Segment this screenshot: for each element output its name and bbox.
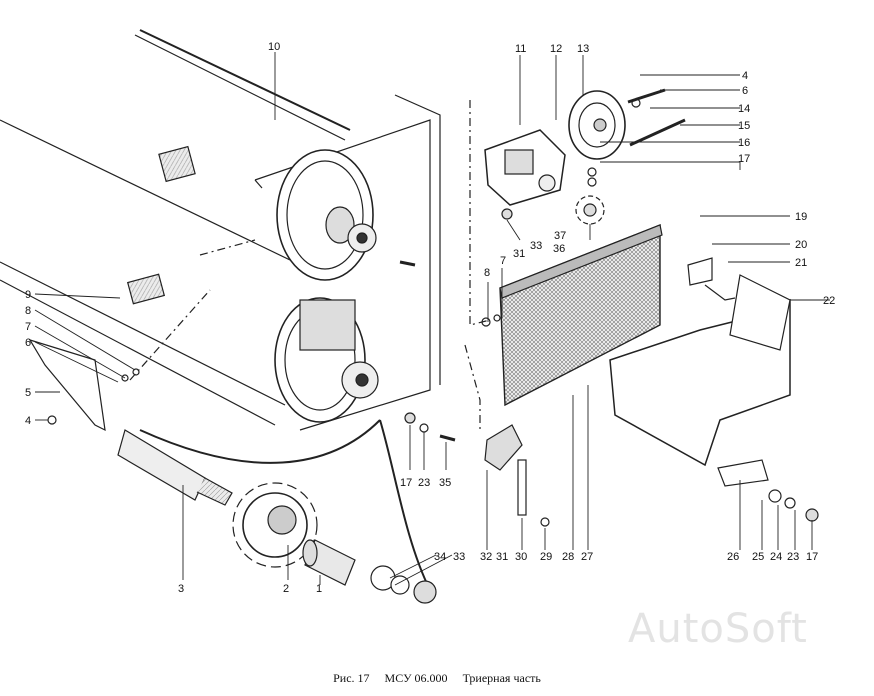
figure-caption: Рис. 17 МСУ 06.000 Триерная часть bbox=[0, 671, 874, 686]
caption-code: МСУ 06.000 bbox=[384, 671, 448, 685]
callout-35: 35 bbox=[439, 477, 451, 489]
callout-19: 19 bbox=[795, 211, 807, 223]
axis-lines bbox=[129, 100, 491, 430]
guard-cover bbox=[609, 274, 791, 467]
callout-25: 25 bbox=[752, 551, 764, 563]
gearbox bbox=[484, 129, 566, 206]
upper-pulley bbox=[276, 149, 377, 281]
callout-9: 9 bbox=[25, 289, 31, 301]
callout-1: 1 bbox=[316, 583, 322, 595]
tension-arm bbox=[484, 424, 550, 527]
mesh-sieve bbox=[499, 223, 663, 407]
callout-17: 17 bbox=[738, 153, 750, 165]
callout-28: 28 bbox=[562, 551, 574, 563]
callout-16: 16 bbox=[738, 137, 750, 149]
tensioner-sprocket bbox=[575, 195, 605, 225]
callout-31-bottom: 31 bbox=[496, 551, 508, 563]
frame-sidewall bbox=[254, 94, 441, 431]
callout-labels: 10 11 12 13 4 6 14 15 16 17 19 20 21 22 … bbox=[25, 41, 835, 595]
callout-26: 26 bbox=[727, 551, 739, 563]
caption-figure: Рис. 17 bbox=[333, 671, 370, 685]
callout-32: 32 bbox=[480, 551, 492, 563]
callout-12: 12 bbox=[550, 43, 562, 55]
callout-15: 15 bbox=[738, 120, 750, 132]
callout-27: 27 bbox=[581, 551, 593, 563]
callout-34: 34 bbox=[434, 551, 446, 563]
callout-6: 6 bbox=[742, 85, 748, 97]
callout-33-top: 33 bbox=[530, 240, 542, 252]
callout-11: 11 bbox=[515, 43, 526, 55]
callout-33-bottom: 33 bbox=[453, 551, 465, 563]
callout-24: 24 bbox=[770, 551, 782, 563]
shaft bbox=[117, 429, 233, 506]
callout-6-left: 6 bbox=[25, 337, 31, 349]
callout-22: 22 bbox=[823, 295, 835, 307]
trier-drum bbox=[0, 29, 351, 426]
small-fasteners bbox=[47, 208, 513, 442]
callout-29: 29 bbox=[540, 551, 552, 563]
watermark: AutoSoft bbox=[628, 606, 808, 652]
callout-8-mid: 8 bbox=[484, 267, 490, 279]
callout-17-mid: 17 bbox=[400, 477, 412, 489]
callout-30: 30 bbox=[515, 551, 527, 563]
callout-14: 14 bbox=[738, 103, 750, 115]
callout-36: 36 bbox=[553, 243, 565, 255]
lower-pulley bbox=[274, 297, 379, 423]
callout-2: 2 bbox=[283, 583, 289, 595]
callout-23-mid: 23 bbox=[418, 477, 430, 489]
sprocket bbox=[232, 482, 318, 568]
callout-5: 5 bbox=[25, 387, 31, 399]
pulley bbox=[568, 90, 626, 160]
callout-3: 3 bbox=[178, 583, 184, 595]
leader-lines bbox=[34, 52, 830, 586]
callout-10: 10 bbox=[268, 41, 280, 53]
bushing bbox=[302, 539, 356, 586]
callout-13: 13 bbox=[577, 43, 589, 55]
callout-7-left: 7 bbox=[25, 321, 31, 333]
bracket-lower bbox=[717, 459, 819, 522]
callout-20: 20 bbox=[795, 239, 807, 251]
caption-title: Триерная часть bbox=[462, 671, 541, 685]
washer-nut bbox=[370, 565, 437, 604]
callout-17-right: 17 bbox=[806, 551, 818, 563]
callout-7-mid: 7 bbox=[500, 255, 506, 267]
callout-31-top: 31 bbox=[513, 248, 525, 260]
callout-8-left: 8 bbox=[25, 305, 31, 317]
callout-4-left: 4 bbox=[25, 415, 31, 427]
callout-21: 21 bbox=[795, 257, 807, 269]
callout-23-right: 23 bbox=[787, 551, 799, 563]
brackets-right bbox=[687, 257, 736, 301]
callout-4: 4 bbox=[742, 70, 748, 82]
side-bracket bbox=[28, 338, 106, 432]
bolts-top bbox=[587, 88, 686, 187]
callout-37: 37 bbox=[554, 230, 566, 242]
